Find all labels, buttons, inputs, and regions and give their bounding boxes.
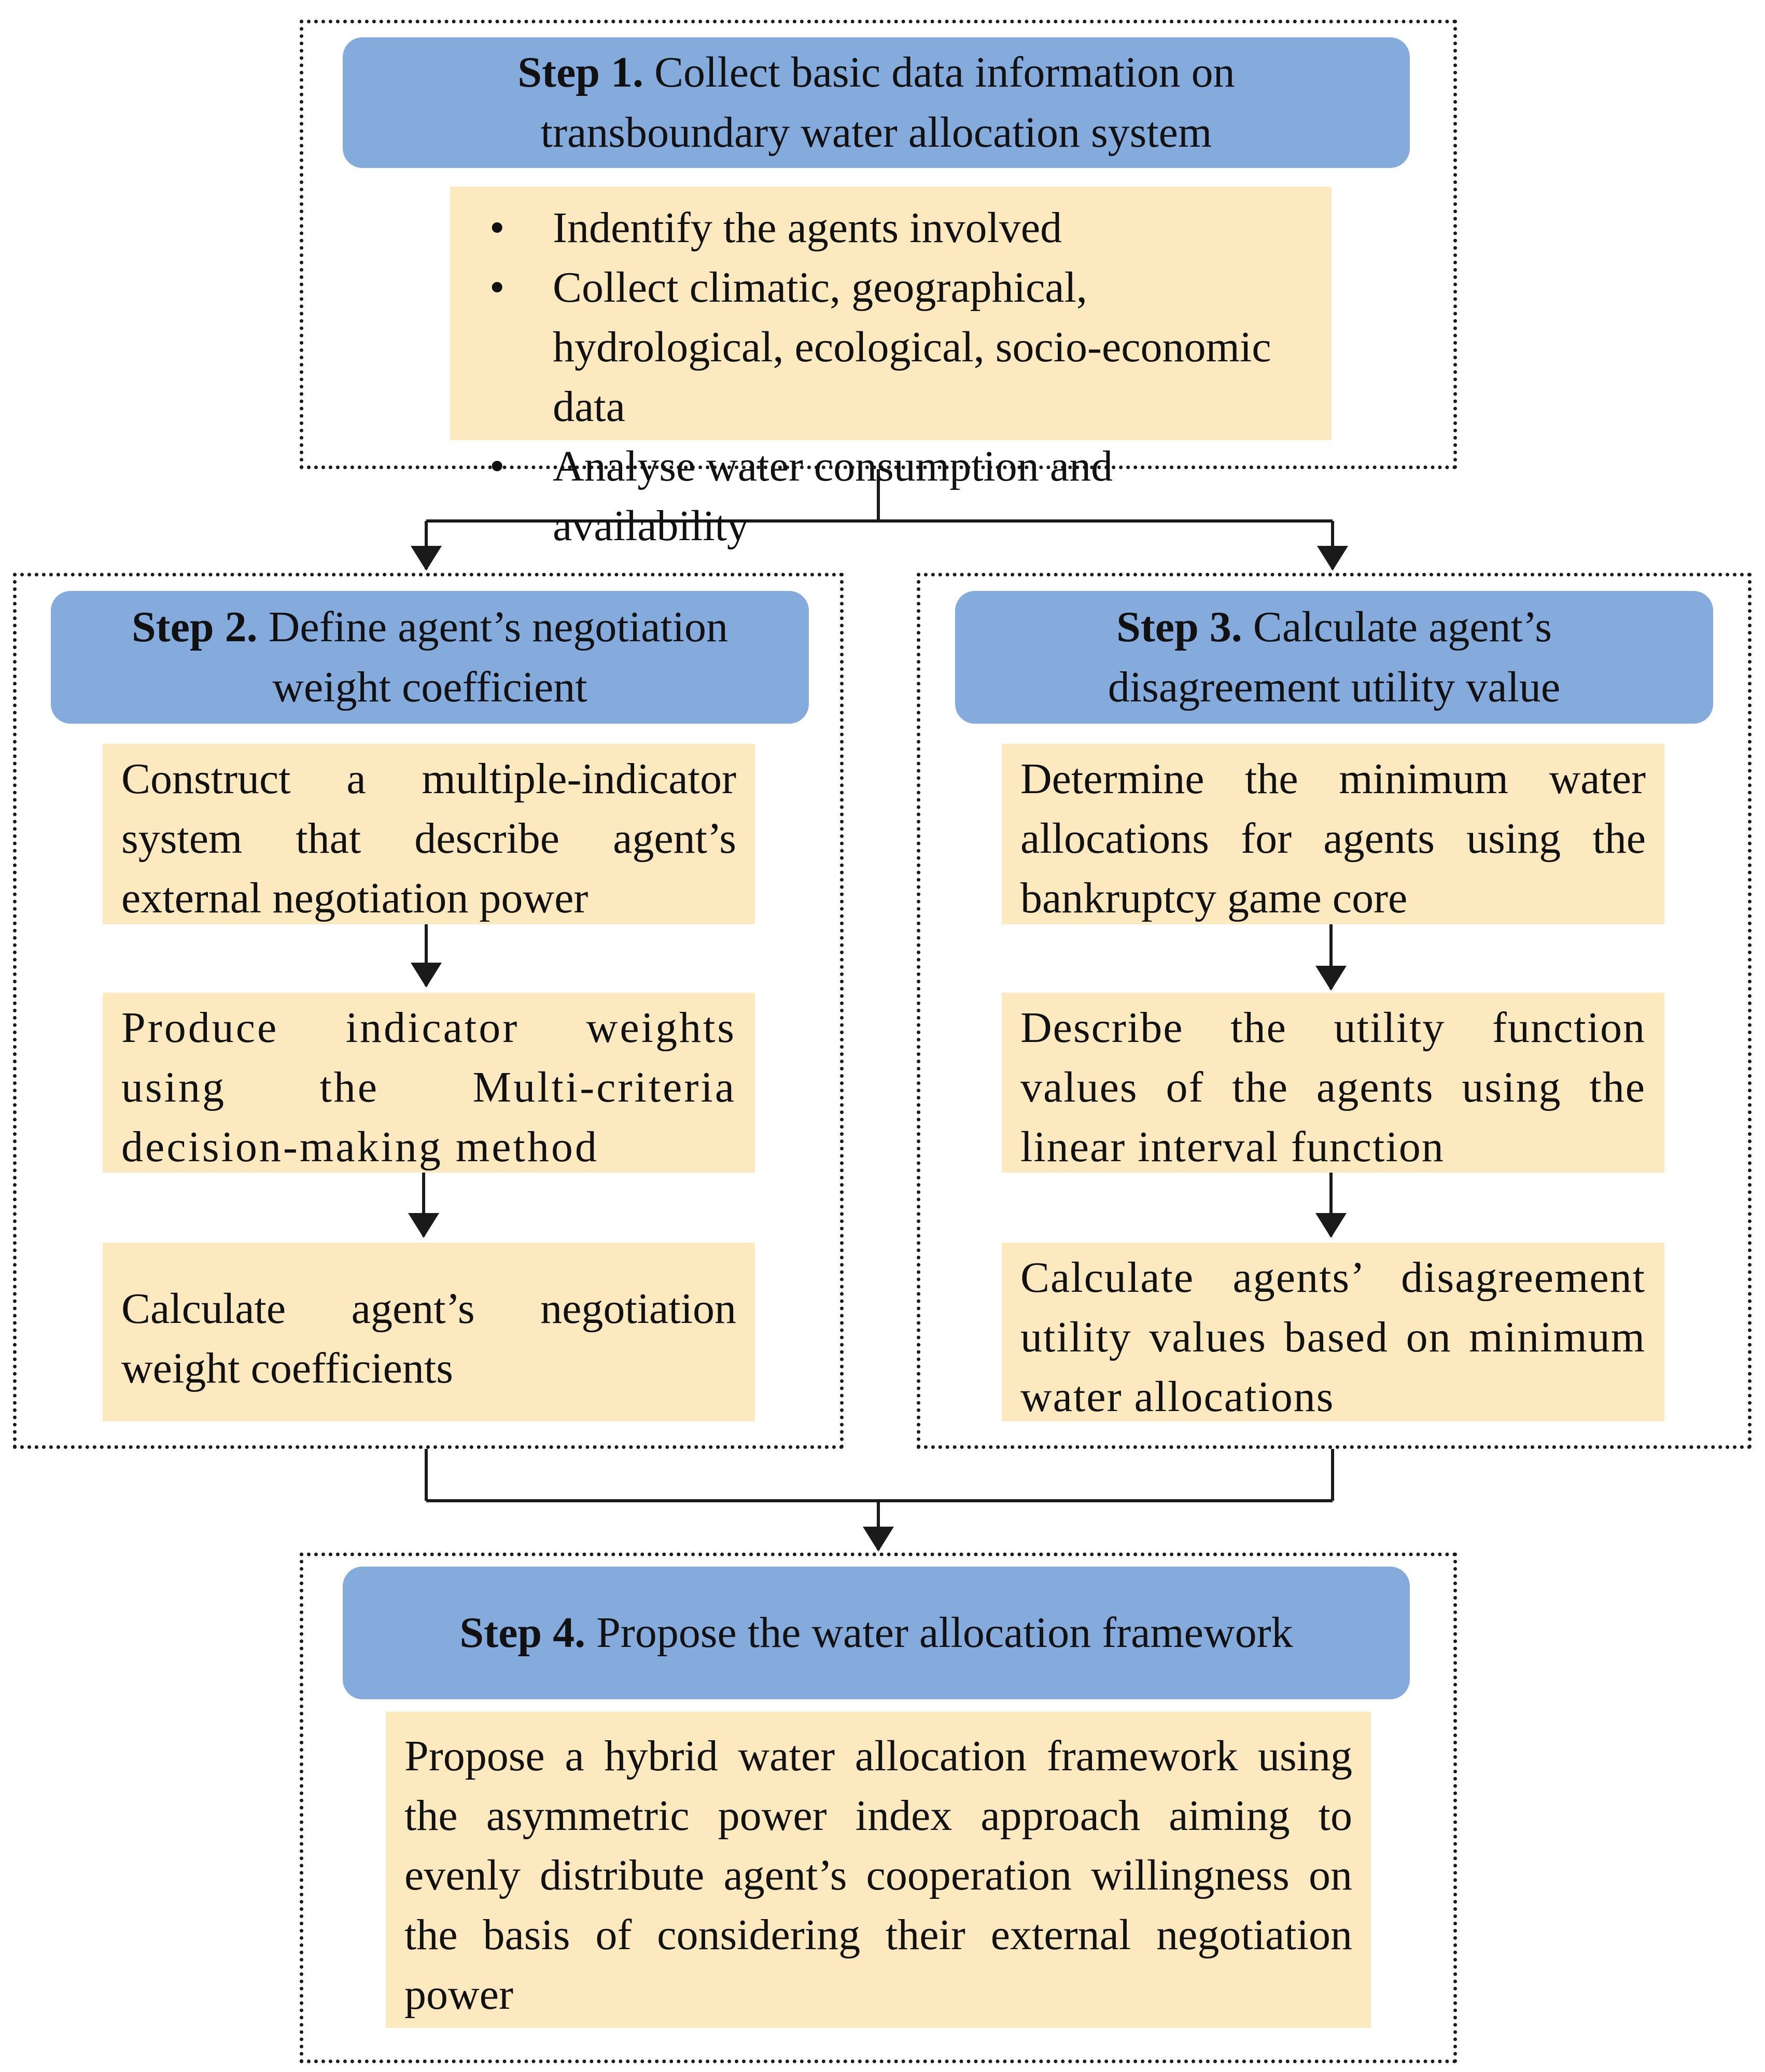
step3-title-line1: Calculate agent’s [1253, 603, 1552, 651]
step3-box-2: Describe the utility function values of … [1002, 993, 1664, 1173]
step4-header: Step 4. Propose the water allocation fra… [343, 1567, 1410, 1699]
step2-label: Step 2. [131, 603, 258, 651]
step4-box: Propose a hybrid water allocation framew… [386, 1712, 1371, 2028]
step3-box-1-text: Determine the minimum water allocations … [1020, 755, 1646, 922]
step4-title: Propose the water allocation framework [596, 1609, 1293, 1657]
bullet-icon: • [489, 263, 505, 312]
step1-bullet-3: Analyse water consumption and availabili… [553, 442, 1113, 550]
step1-frame [300, 20, 1457, 469]
step1-bullet-2: Collect climatic, geographical, hydrolog… [553, 263, 1271, 431]
step1-details: • Indentify the agents involved • Collect … [450, 187, 1332, 550]
step1-bullet-list: • Indentify the agents involved • Collect … [469, 198, 1313, 556]
step2-box-1: Construct a multiple-indicator system th… [103, 744, 755, 924]
step2-header: Step 2. Define agent’s negotiation weigh… [51, 591, 809, 724]
step2-box-2-text: Produce indicator weights using the Mult… [121, 1004, 736, 1171]
step1-bullet-1: Indentify the agents involved [553, 204, 1062, 252]
step1-label: Step 1. [517, 48, 643, 96]
step2-box-3-text: Calculate agent’s negotiation weight coe… [121, 1285, 736, 1392]
step2-title-line1: Define agent’s negotiation [268, 603, 729, 651]
step1-header: Step 1. Collect basic data information o… [343, 37, 1410, 168]
step3-box-3-text: Calculate agents’ disagreement utility v… [1020, 1253, 1646, 1421]
step2-box-2: Produce indicator weights using the Mult… [103, 993, 755, 1173]
step3-frame [917, 573, 1752, 1449]
step1-title-line1: Collect basic data information on [654, 48, 1235, 96]
bullet-icon: • [489, 204, 505, 252]
step3-title-line2: disagreement utility value [1108, 663, 1561, 711]
step2-box-3: Calculate agent’s negotiation weight coe… [103, 1243, 755, 1421]
list-item: • Collect climatic, geographical, hydrolo… [469, 258, 1313, 436]
step1-title-line2: transboundary water allocation system [540, 108, 1212, 157]
step4-box-text: Propose a hybrid water allocation framew… [404, 1732, 1352, 2019]
step3-header: Step 3. Calculate agent’s disagreement u… [955, 591, 1713, 724]
step3-box-3: Calculate agents’ disagreement utility v… [1002, 1243, 1664, 1421]
list-item: • Analyse water consumption and availabil… [469, 436, 1313, 556]
step4-frame [300, 1553, 1457, 2063]
bullet-icon: • [489, 442, 505, 490]
list-item: • Indentify the agents involved [469, 198, 1313, 258]
step4-label: Step 4. [459, 1609, 586, 1657]
step3-box-1: Determine the minimum water allocations … [1002, 744, 1664, 924]
step2-box-1-text: Construct a multiple-indicator system th… [121, 755, 736, 922]
step3-box-2-text: Describe the utility function values of … [1020, 1004, 1646, 1171]
step2-title-line2: weight coefficient [272, 663, 587, 711]
step2-frame [13, 573, 844, 1449]
step3-label: Step 3. [1116, 603, 1242, 651]
